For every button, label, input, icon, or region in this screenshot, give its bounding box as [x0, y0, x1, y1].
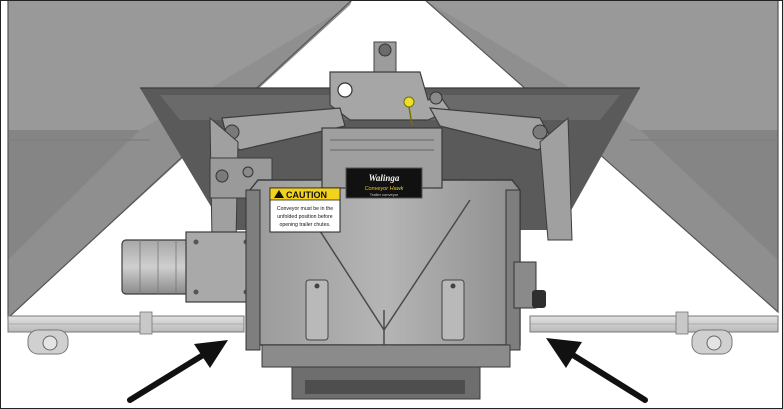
right-caster-icon [706, 335, 722, 351]
drive-motor [121, 157, 273, 303]
brand-plate: Walinga Conveyor Hawk Trailer conveyor [345, 167, 423, 199]
warning-triangle-icon [274, 190, 284, 198]
left-caster-icon [42, 335, 58, 351]
caution-line-1: Conveyor must be in the [277, 206, 333, 212]
right-rail [529, 311, 779, 355]
arrow-left [127, 340, 228, 403]
caution-line-2: unfolded position before [277, 214, 332, 220]
brand-product: Conveyor Hawk [365, 186, 404, 192]
right-gearbox [513, 261, 546, 309]
lock-pin-icon [403, 96, 415, 108]
caution-heading: CAUTION [286, 190, 327, 200]
lift-bracket [221, 41, 553, 151]
brand-name: Walinga [369, 173, 400, 183]
left-rail [7, 311, 245, 355]
left-hopper [7, 0, 353, 320]
brand-sub: Trailer conveyor [370, 192, 399, 197]
arrow-right [546, 338, 648, 403]
caution-label: CAUTION Conveyor must be in the unfolded… [269, 187, 341, 233]
caution-line-3: opening trailer chutes. [279, 222, 330, 228]
